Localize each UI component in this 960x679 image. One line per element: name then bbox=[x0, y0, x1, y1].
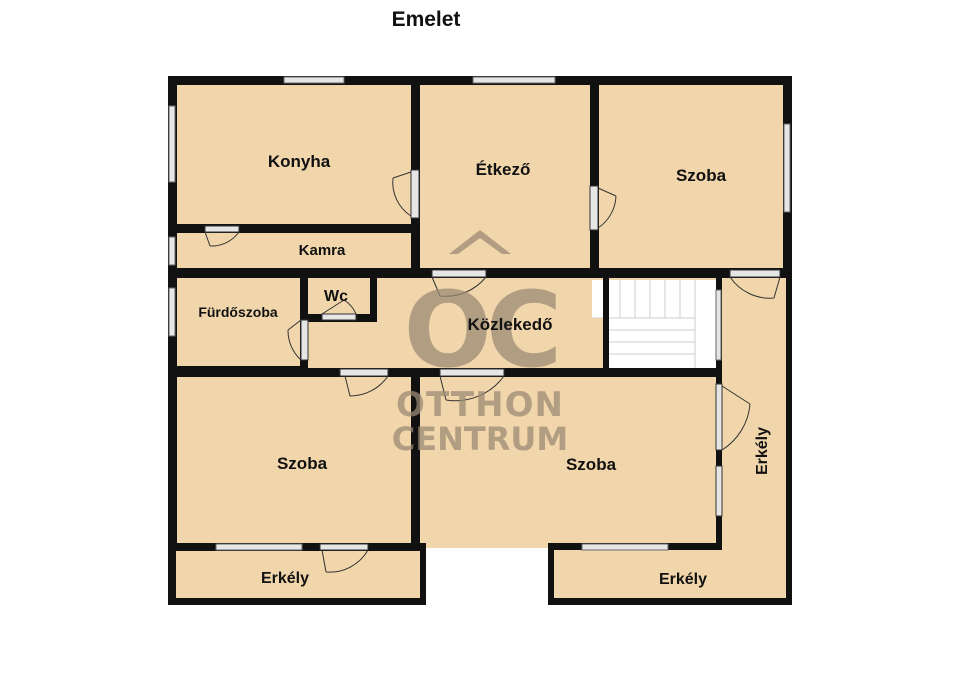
room-label-kamra: Kamra bbox=[299, 242, 346, 259]
room-label-wc: Wc bbox=[324, 288, 348, 305]
room-label-erkely-sw: Erkély bbox=[261, 570, 309, 587]
room-label-szoba-se: Szoba bbox=[566, 455, 617, 474]
watermark-logo: OC OTTHON CENTRUM bbox=[392, 230, 568, 458]
page-title: Emelet bbox=[391, 8, 461, 31]
watermark-line1: OTTHON bbox=[396, 385, 564, 425]
room-label-konyha: Konyha bbox=[268, 152, 331, 171]
doors bbox=[204, 169, 781, 573]
windows bbox=[168, 76, 791, 551]
room-label-erkely-se: Erkély bbox=[659, 571, 707, 588]
room-label-furdoszoba: Fürdőszoba bbox=[198, 304, 278, 320]
staircase bbox=[592, 280, 717, 370]
room-label-szoba-sw: Szoba bbox=[277, 454, 328, 473]
room-label-etkezo: Étkező bbox=[476, 160, 531, 179]
watermark-line2: CENTRUM bbox=[392, 420, 568, 458]
watermark-monogram: OC bbox=[404, 269, 557, 391]
room-label-szoba-ne: Szoba bbox=[676, 166, 727, 185]
room-labels: Konyha Étkező Szoba Kamra Wc Fürdőszoba … bbox=[198, 152, 771, 588]
room-label-erkely-east: Erkély bbox=[754, 427, 771, 475]
room-label-kozlekedo: Közlekedő bbox=[467, 315, 552, 334]
